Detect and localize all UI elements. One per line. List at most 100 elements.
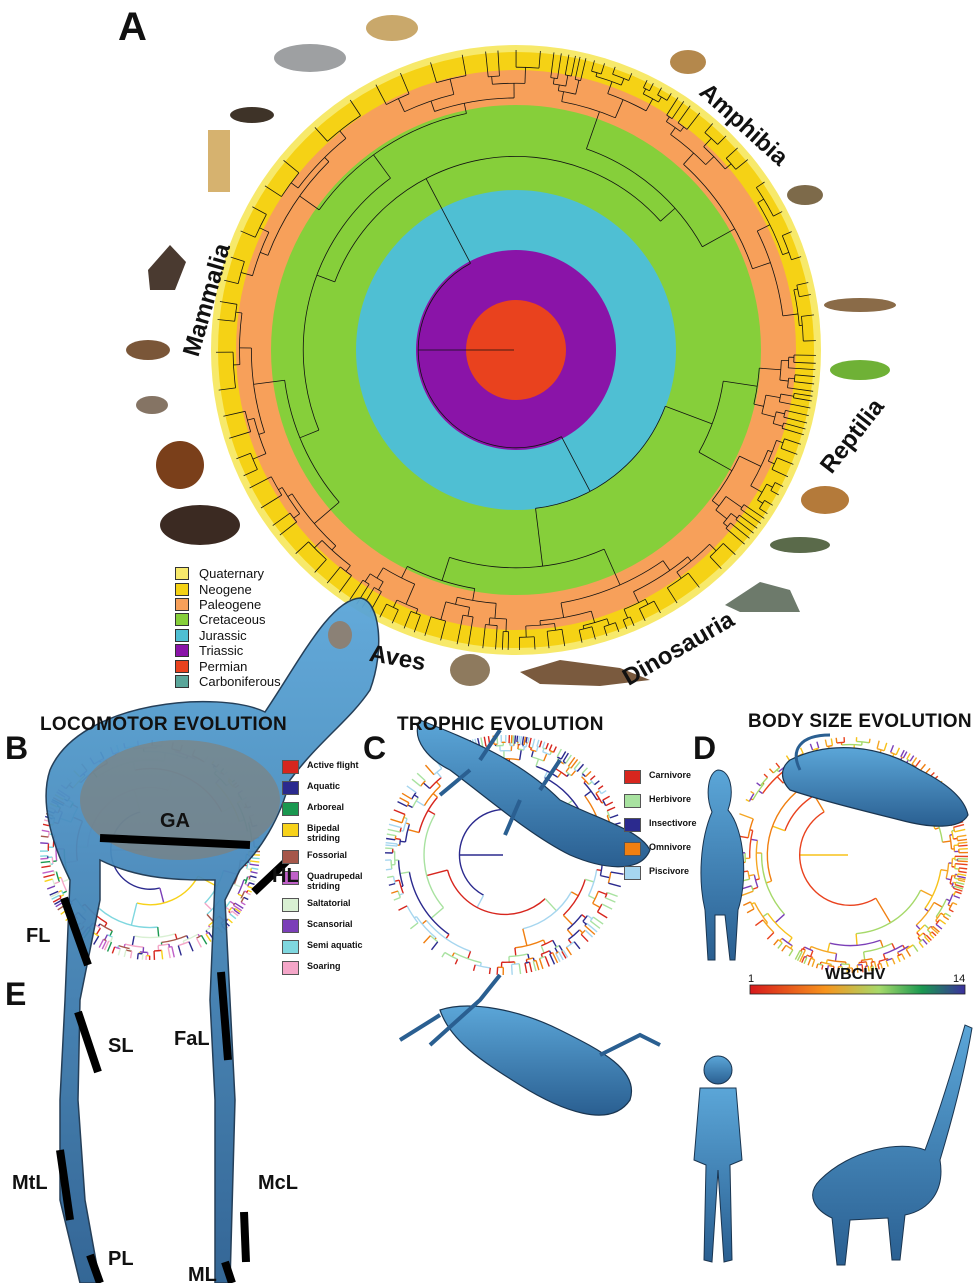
mcl-bar [244,1212,246,1262]
tree-branch [385,845,397,846]
tortoise-icon [801,486,849,514]
tree-branch [608,883,620,886]
label-fal: FaL [174,1028,210,1051]
tree-branch [395,839,400,840]
tree-branch [958,839,967,840]
tree-branch [932,932,936,936]
tree-arc [596,793,602,803]
swatch [282,781,299,795]
legend-item: Carboniferous [175,674,281,689]
tree-branch [416,801,424,806]
tree-arc [52,857,53,864]
legend-item: Aquatic [282,781,372,795]
tree-branch [925,925,929,929]
tree-arc [400,828,401,833]
tree-branch [751,791,754,793]
tree-branch [96,928,100,934]
tree-branch [598,912,608,918]
newt-icon [824,298,896,312]
tree-branch [901,750,904,757]
legend-label: Omnivore [649,842,691,852]
tree-branch [529,738,531,747]
tree-branch [45,879,53,881]
tree-branch [168,947,170,958]
legend-label: Arboreal [307,802,344,812]
tree-branch [554,747,557,753]
tree-branch [941,870,948,871]
legend-item: Carnivore [624,770,714,784]
swatch [624,794,641,808]
tree-branch [230,901,234,904]
trophic-legend: Carnivore Herbivore Insectivore Omnivore… [624,770,714,890]
sl-bar [78,1012,98,1072]
tree-branch [387,876,393,877]
tree-branch [40,858,47,859]
tree-branch [226,907,230,910]
tree-branch [766,881,771,883]
wbchv-colorbar [750,985,965,994]
tree-branch [525,963,527,973]
tree-arc [598,904,602,912]
tree-branch [399,906,408,910]
tree-branch [759,791,763,794]
tree-branch [431,908,443,919]
tree-arc [137,876,198,905]
swatch [175,567,189,580]
tree-arc [762,853,785,914]
tree-branch [877,741,879,749]
tree-branch [916,925,920,929]
legend-label: Active flight [307,760,359,770]
human-skeleton [694,1056,742,1262]
tree-branch [598,891,606,894]
legend-item: Quaternary [175,566,281,581]
tree-branch [545,899,556,911]
wolf-icon [274,44,346,72]
tree-branch [41,866,50,867]
tree-branch [559,945,562,951]
tree-branch [515,948,516,956]
tree-branch [558,772,561,777]
legend-label: Cretaceous [199,612,265,627]
tree-branch [230,914,236,919]
tree-branch [520,750,522,760]
frog-icon [670,50,706,74]
tree-branch [557,749,561,757]
tree-branch [539,959,542,969]
colorbar-min: 1 [748,973,754,985]
tree-branch [955,892,961,894]
crocodile-icon [770,537,830,553]
legend-item: Arboreal [282,802,372,816]
tree-arc [126,950,132,951]
tree-arc [593,891,599,903]
tree-branch [747,909,754,913]
tree-arc [861,959,872,961]
marmoset-icon [136,396,168,414]
tree-branch [394,810,405,815]
legend-label: Scansorial [307,919,353,929]
tree-branch [571,892,578,896]
tree-arc [523,892,572,929]
tree-branch [958,845,967,846]
tree-branch [884,743,887,751]
panel-label-b: B [5,730,28,767]
tree-branch [825,740,826,747]
tree-branch [391,891,398,893]
tree-branch [408,805,413,807]
tree-branch [248,890,252,892]
tree-branch [567,930,572,936]
tree-branch [817,964,818,968]
tree-branch [400,798,409,803]
tree-branch [954,825,964,828]
tree-branch [775,914,784,922]
tree-arc [134,934,175,938]
tree-branch [412,779,421,786]
tree-branch [250,864,259,865]
tree-branch [432,942,438,950]
legend-label: Aquatic [307,781,340,791]
tree-arc [541,940,553,945]
tree-branch [234,884,241,887]
tree-branch [782,945,786,951]
tree-branch [767,933,774,940]
tree-branch [953,903,957,905]
tree-branch [897,956,900,962]
